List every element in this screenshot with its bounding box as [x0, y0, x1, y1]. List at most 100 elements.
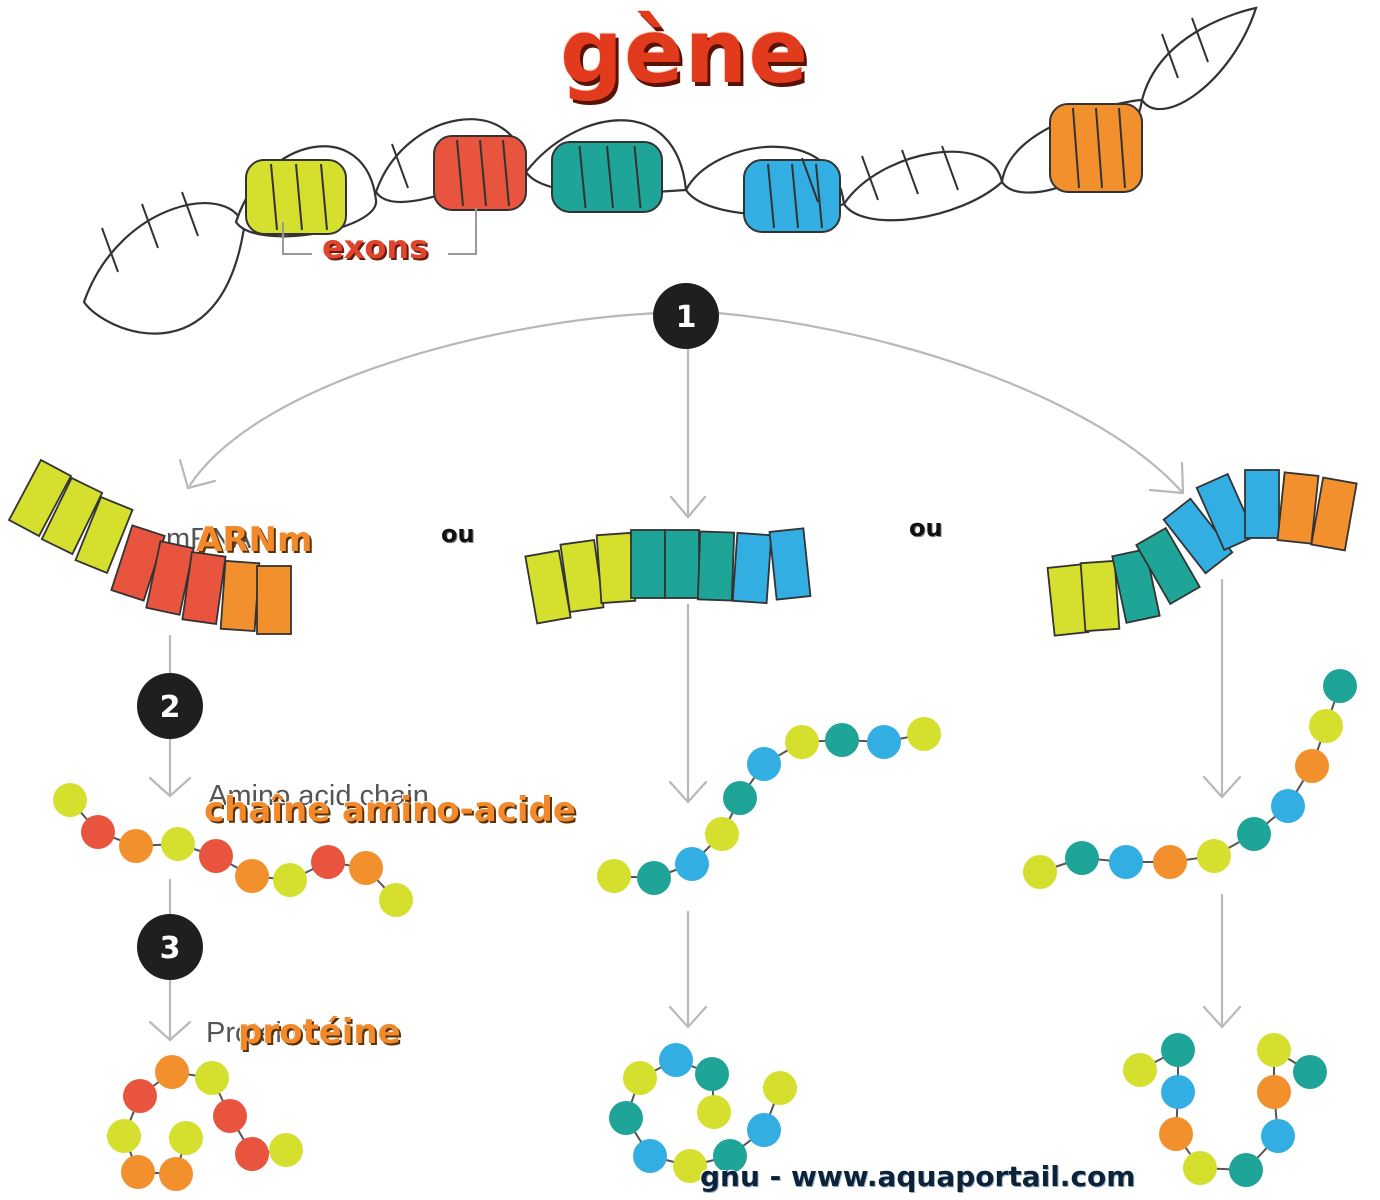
chain-right [1023, 669, 1357, 889]
amino-acid-bead [235, 859, 269, 893]
rung-line [456, 139, 464, 207]
mrna-block [1310, 476, 1358, 552]
underlying-english-labels: mRNA Amino acid chain Protein [166, 523, 429, 1049]
rung-line [941, 145, 959, 191]
amino-acid-bead [349, 851, 383, 885]
amino-acid-bead [1183, 1151, 1217, 1185]
mrna-block-fill [595, 531, 637, 605]
amino-acid-bead [723, 781, 757, 815]
chain-middle [597, 717, 941, 895]
mrna-block-fill [256, 565, 292, 635]
mrna-block [1162, 497, 1234, 575]
mrna-block [595, 531, 637, 605]
amino-acid-bead [1309, 709, 1343, 743]
mrna-strand-middle [524, 527, 812, 625]
amino-acid-bead [867, 725, 901, 759]
rung-line [270, 163, 278, 231]
mrna-block [1244, 469, 1280, 539]
amino-acid-bead [1161, 1033, 1195, 1067]
mrna-block [1276, 471, 1320, 545]
exon-band [743, 159, 841, 233]
dna-double-helix [82, 6, 1258, 335]
step-3-number: 3 [160, 931, 181, 966]
exon-fill [245, 159, 347, 235]
chain-left [53, 783, 413, 917]
rung-line [767, 163, 775, 229]
mrna-block-fill [1195, 472, 1257, 552]
mrna-block-fill [40, 476, 104, 556]
amino-acid-bead [81, 815, 115, 849]
amino-acid-bead [825, 723, 859, 757]
exon-band [551, 141, 663, 213]
amino-acid-bead [1271, 789, 1305, 823]
amino-acid-bead [695, 1057, 729, 1091]
rung-line [101, 227, 119, 273]
amino-acid-bead [1257, 1075, 1291, 1109]
mrna-block-fill [731, 531, 773, 605]
exon-fill [1049, 103, 1143, 193]
mrna-block-fill [1135, 526, 1201, 606]
amino-acid-bead [1161, 1075, 1195, 1109]
amino-acid-bead [1065, 841, 1099, 875]
arrowhead [178, 458, 217, 490]
amino-acid-bead [713, 1139, 747, 1173]
mrna-block-fill [7, 458, 73, 538]
arrowhead [148, 776, 192, 798]
dna-segment [82, 202, 246, 335]
mrna-block [7, 458, 73, 538]
amino-acid-bead [623, 1061, 657, 1095]
protein-left [107, 1055, 303, 1191]
amino-acid-bead [1153, 845, 1187, 879]
or-label-1: ou [441, 520, 475, 548]
amino-acid-bead [1257, 1033, 1291, 1067]
amino-acid-bead [1293, 1055, 1327, 1089]
amino-acid-bead [1295, 749, 1329, 783]
ghost-label-amino-chain: Amino acid chain [208, 780, 429, 812]
rung-line [815, 163, 823, 229]
mrna-block-fill [1310, 476, 1358, 552]
mrna-block [1111, 548, 1161, 624]
rung-line [1095, 107, 1103, 189]
arrowhead [1202, 1005, 1242, 1029]
amino-acid-bead [311, 845, 345, 879]
rung-line [1191, 17, 1209, 63]
rung-line [391, 143, 409, 189]
arrow-to-mrna-left [188, 311, 662, 487]
rung-line [791, 163, 799, 229]
step-markers: 1 2 3 [137, 283, 719, 980]
amino-acid-bead [379, 883, 413, 917]
amino-acid-bead [1023, 855, 1057, 889]
mrna-block-fill [1276, 471, 1320, 545]
exon-band [1049, 103, 1143, 193]
amino-acid-bead [1237, 817, 1271, 851]
flow-arrows [148, 311, 1242, 1042]
amino-acid-chains [53, 669, 1357, 917]
amino-acid-bead [169, 1121, 203, 1155]
step-2-number: 2 [160, 690, 181, 725]
amino-acid-bead [785, 725, 819, 759]
amino-acid-chain-label: chaîne amino-acide [204, 790, 576, 830]
amino-acid-bead [273, 863, 307, 897]
step-1-circle [653, 283, 719, 349]
mrna-block [630, 529, 666, 599]
amino-acid-bead [235, 1137, 269, 1171]
rung-line [801, 157, 819, 203]
amino-acid-bead [1109, 845, 1143, 879]
mrna-block-fill [1244, 469, 1280, 539]
or-label-2: ou [909, 514, 943, 542]
arrowhead [668, 1005, 708, 1029]
amino-acid-bead [673, 1149, 707, 1183]
arrow-to-mrna-right [716, 311, 1184, 494]
mrna-block [74, 495, 134, 575]
rung-line [633, 145, 642, 209]
mrna-block-fill [74, 495, 134, 575]
amino-acid-bead [697, 1095, 731, 1129]
dna-segment [842, 150, 1004, 222]
rung-line [1161, 33, 1179, 79]
amino-acid-bead [161, 827, 195, 861]
amino-acid-bead [1229, 1153, 1263, 1187]
rung-line [901, 149, 919, 195]
step-1-number: 1 [676, 300, 697, 335]
amino-acid-bead [199, 839, 233, 873]
mrna-block [768, 527, 812, 601]
